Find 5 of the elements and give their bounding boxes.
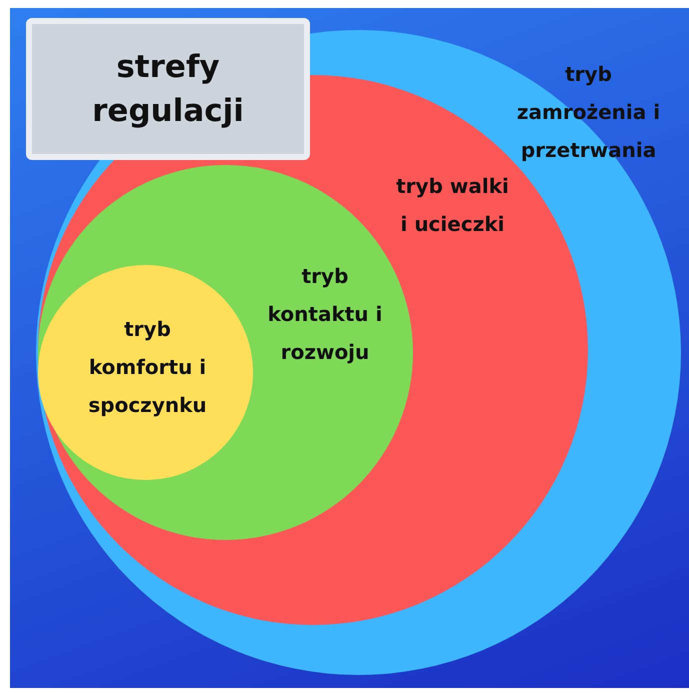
zone-label: tryb kontaktu i rozwoju [266, 263, 384, 366]
zone-label: tryb komfortu i spoczynku [87, 316, 208, 419]
title: strefy regulacji [91, 48, 245, 131]
zone-label: tryb walki i ucieczki [395, 173, 510, 238]
zone-label: tryb zamrożenia i przetrwania [516, 61, 662, 164]
